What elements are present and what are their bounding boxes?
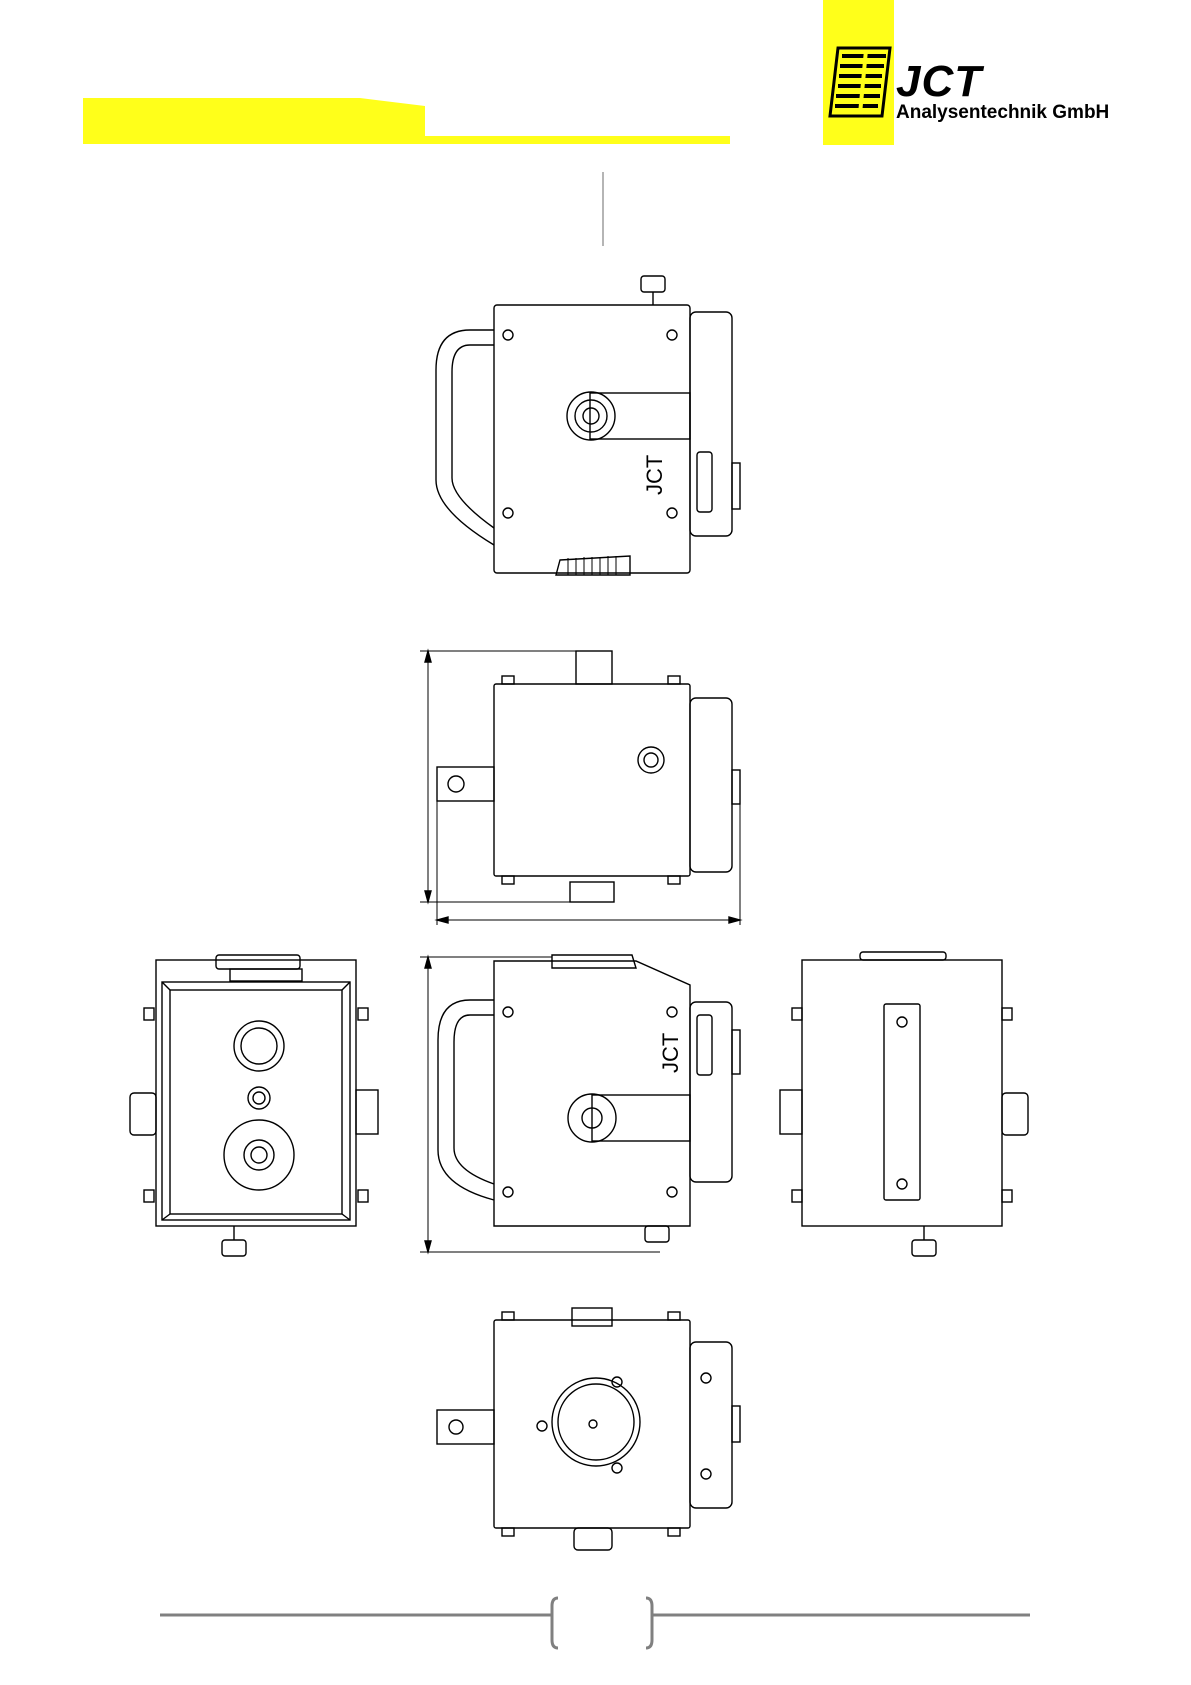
side-view-front-dimensioned	[420, 955, 740, 1252]
bottom-view-mount-plate	[437, 1308, 740, 1550]
rear-view-with-bracket	[780, 952, 1028, 1256]
top-view-label-panel	[436, 276, 740, 575]
side-view-left-dimensioned	[420, 651, 740, 925]
footer-page-bracket	[160, 1590, 1040, 1660]
front-connector-panel	[130, 955, 378, 1256]
drawing-label-top: JCT	[642, 455, 667, 495]
drawing-label-side: JCT	[658, 1033, 683, 1073]
